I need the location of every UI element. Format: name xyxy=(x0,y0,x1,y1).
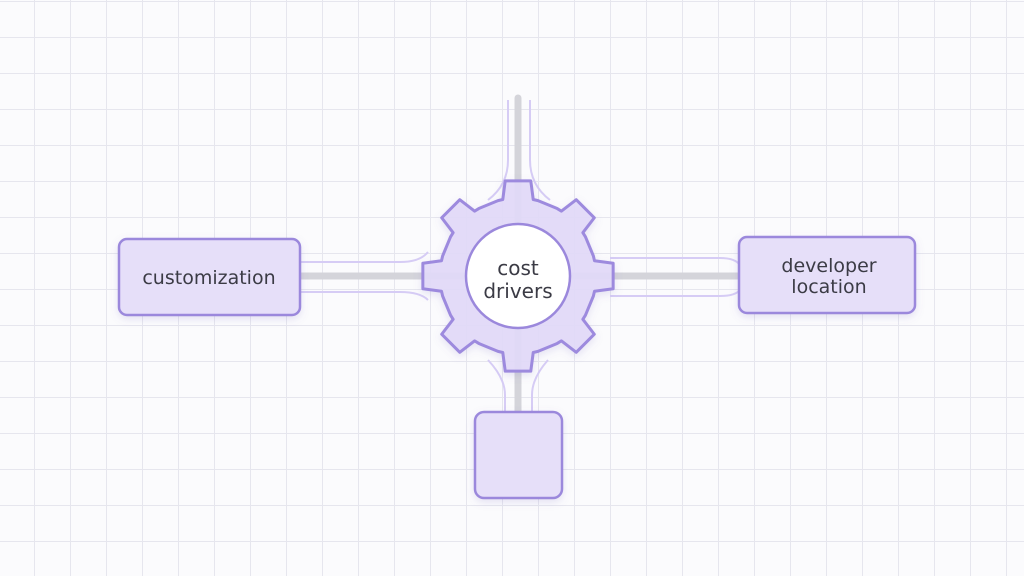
node-developer-location-line2: location xyxy=(791,276,866,298)
connector-glow-lines xyxy=(300,100,741,412)
node-developer-location-line1: developer xyxy=(781,255,876,277)
node-customization[interactable] xyxy=(117,237,302,317)
node-developer-location[interactable] xyxy=(737,235,917,315)
node-customization-label: customization xyxy=(142,267,275,289)
center-node-cost-drivers[interactable] xyxy=(464,222,572,330)
node-bottom-empty[interactable] xyxy=(473,410,564,500)
center-node-line1: cost xyxy=(497,256,539,280)
center-node-line2: drivers xyxy=(483,279,552,303)
